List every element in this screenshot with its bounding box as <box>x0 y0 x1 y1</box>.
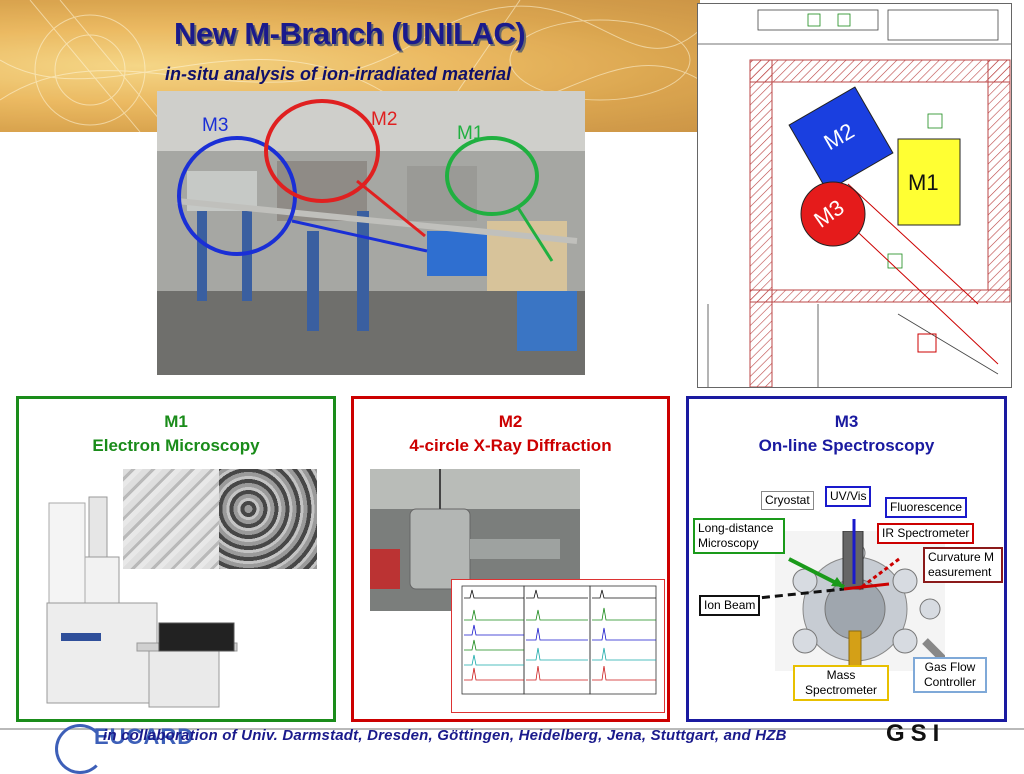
sem-image-right <box>219 469 317 569</box>
panel-m3-code: M3 <box>834 412 859 431</box>
label-cryostat: Cryostat <box>761 491 814 510</box>
xrd-plot <box>451 579 665 713</box>
eucard-logo-text: EUCARD <box>94 724 195 749</box>
page-title: New M-Branch (UNILAC) <box>174 16 526 51</box>
gsi-logo: GSI <box>886 720 946 747</box>
label-mass-spectrometer: Mass Spectrometer <box>793 665 889 701</box>
beam-arrows <box>749 519 900 601</box>
panel-m2-name: 4-circle X-Ray Diffraction <box>409 436 612 455</box>
label-ion-beam: Ion Beam <box>699 595 761 616</box>
sem-image-left <box>123 469 221 569</box>
plan-label-m1: M1 <box>908 170 939 195</box>
photo-label-m3: M3 <box>202 115 229 136</box>
label-long-distance-microscopy: Long-distance Microscopy <box>693 518 785 554</box>
electron-microscope-image <box>46 496 238 708</box>
page-subtitle: in-situ analysis of ion-irradiated mater… <box>165 64 512 84</box>
panel-m2: M2 4-circle X-Ray Diffraction <box>351 396 670 722</box>
photo-label-m1: M1 <box>457 123 484 144</box>
eucard-logo: EUCARD <box>50 718 200 774</box>
photo-label-m2: M2 <box>371 109 398 130</box>
label-ir-spectrometer: IR Spectrometer <box>877 523 975 544</box>
panel-m1-code: M1 <box>164 412 188 431</box>
panel-m3-name: On-line Spectroscopy <box>758 436 935 455</box>
label-gas-flow-controller: Gas Flow Controller <box>913 657 987 693</box>
panel-m1: M1 Electron Microscopy <box>16 396 336 722</box>
label-curvature-measurement: Curvature Measurement <box>923 547 1003 583</box>
floor-plan: M2 M1 M3 <box>697 3 1012 388</box>
panel-m2-code: M2 <box>498 412 523 431</box>
collaboration-text: in collaboration of Univ. Darmstadt, Dre… <box>103 727 787 744</box>
panel-m3: M3 On-line Spectroscopy Cryostat UV/Vis … <box>686 396 1007 722</box>
panel-m1-name: Electron Microscopy <box>92 436 260 455</box>
label-fluorescence: Fluorescence <box>885 497 968 518</box>
footer-divider <box>0 718 1024 730</box>
label-uvvis: UV/Vis <box>825 486 872 507</box>
beamline-photo: M3 M2 M1 <box>157 91 585 375</box>
